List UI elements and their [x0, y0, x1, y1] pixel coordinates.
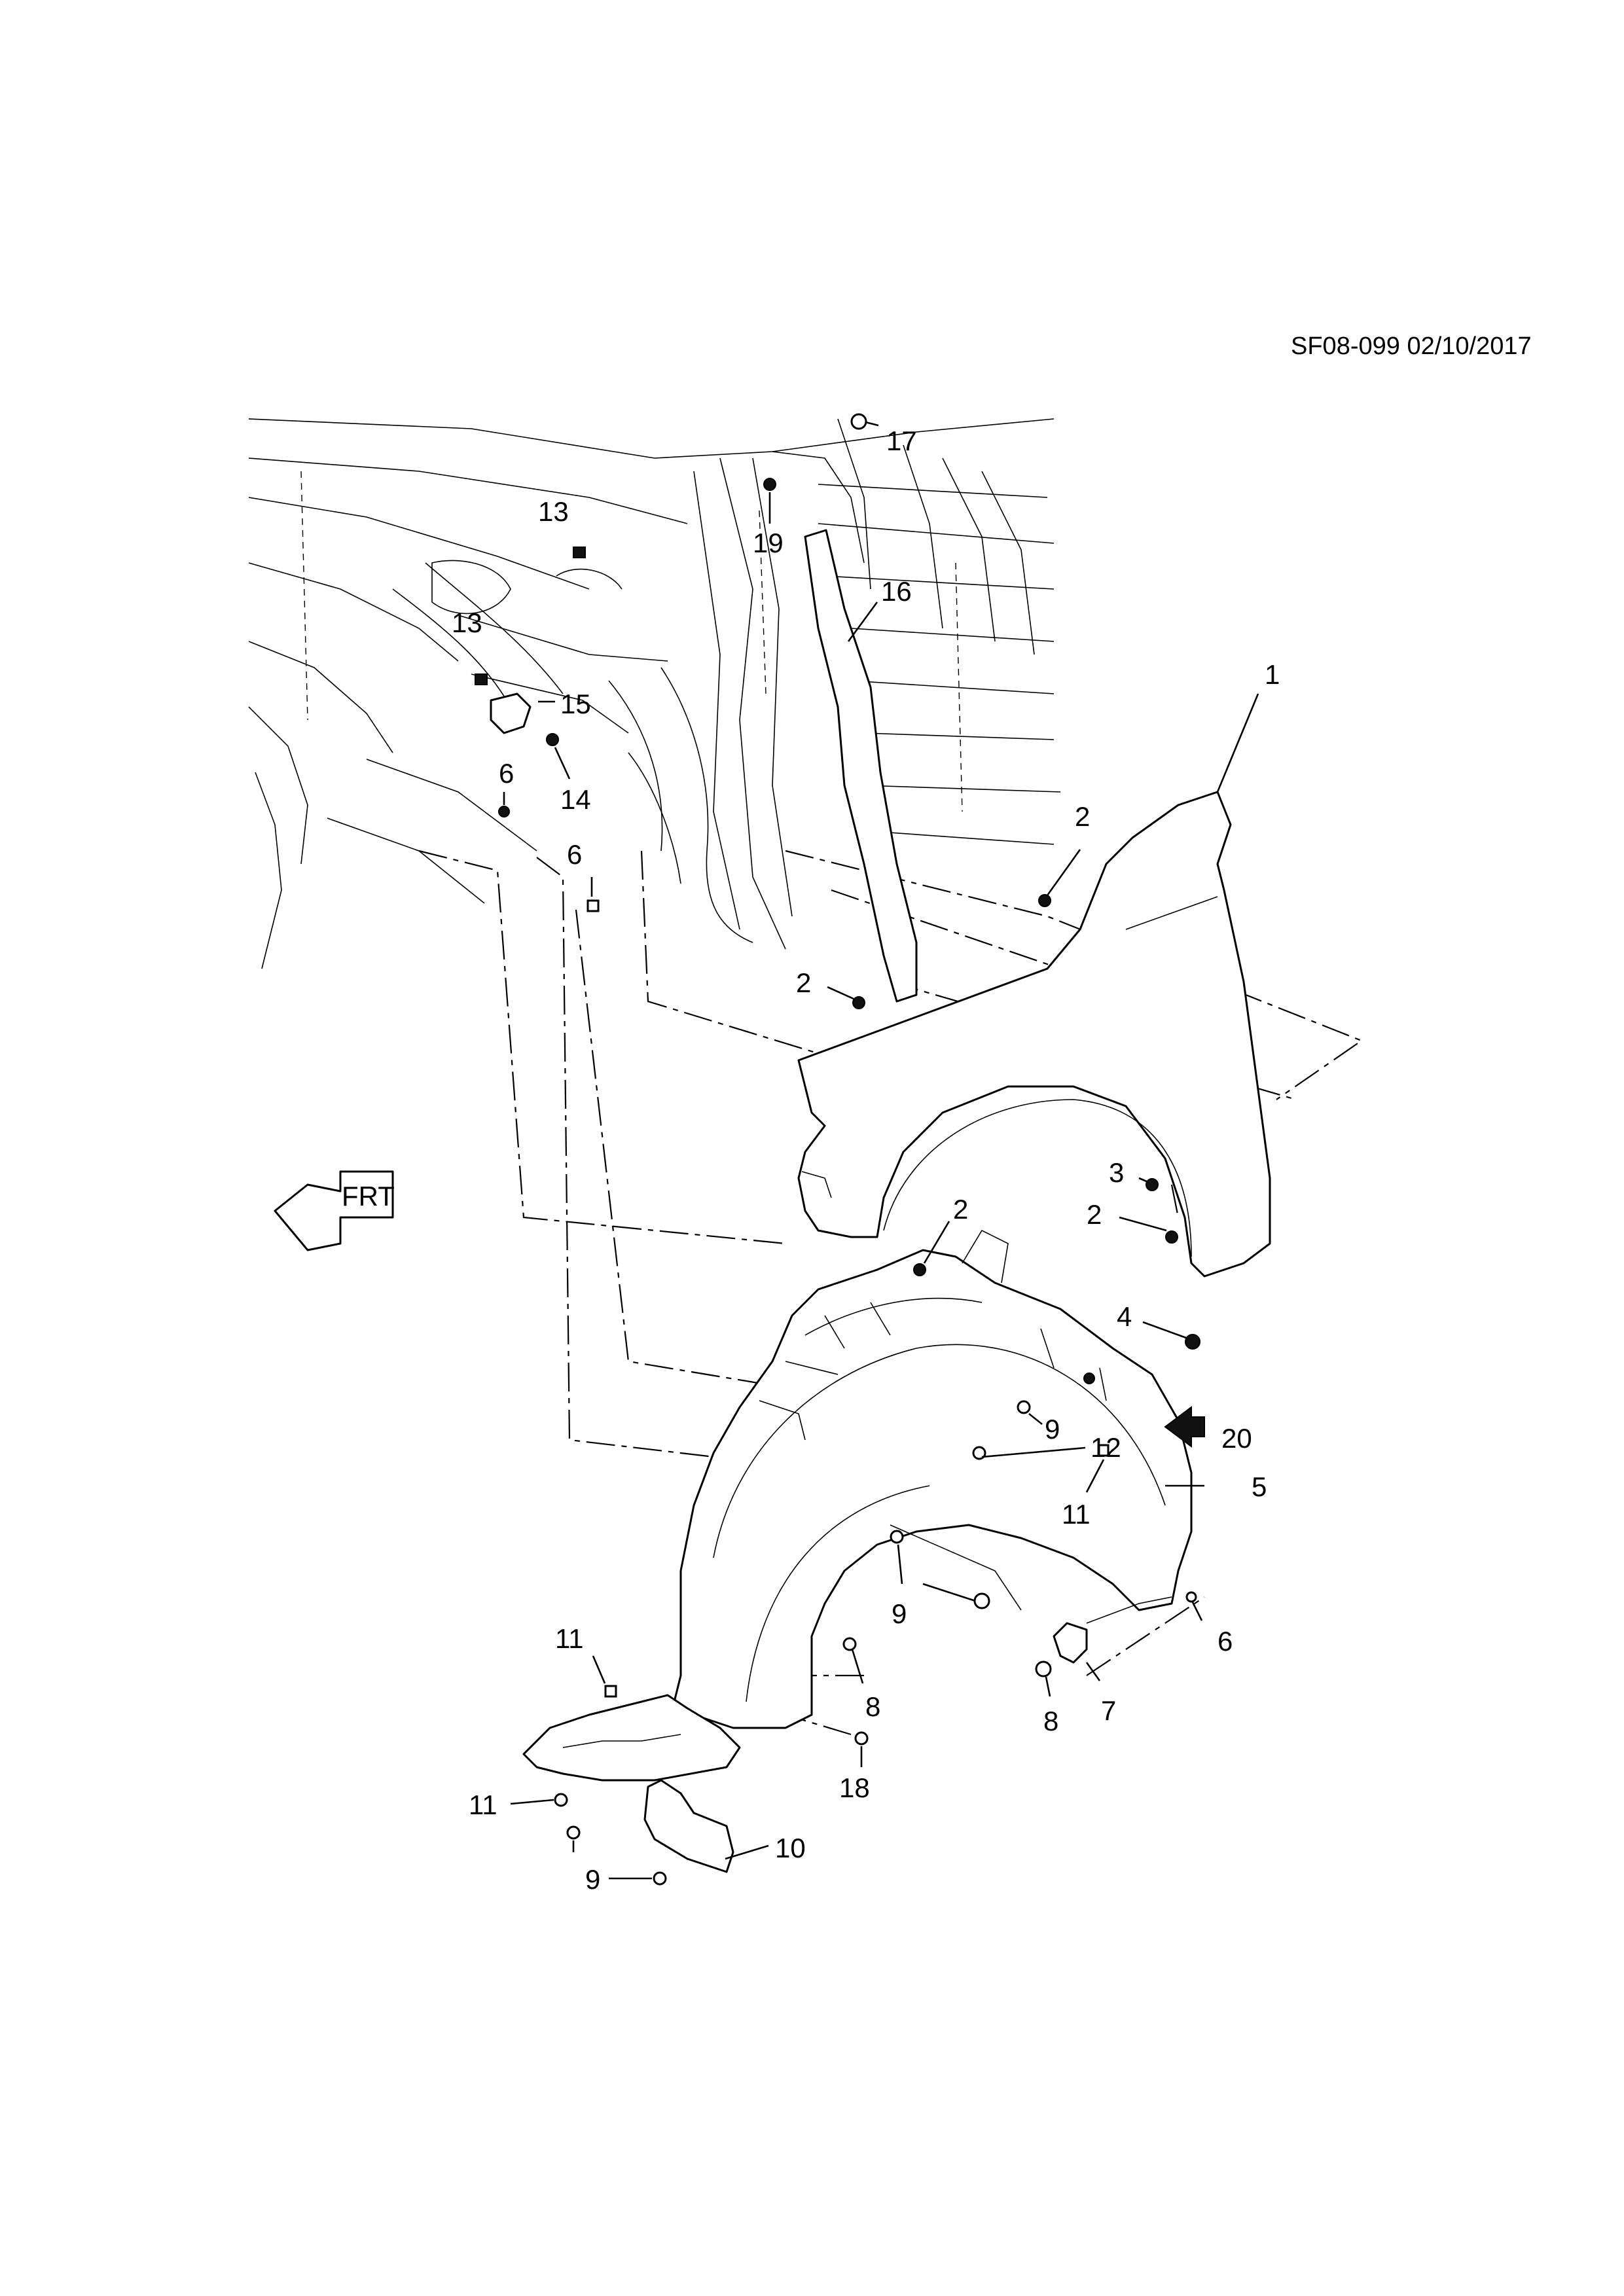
diagram-reference-code: SF08-099 02/10/2017 [1291, 332, 1532, 360]
callout-11: 11 [1062, 1499, 1091, 1530]
callout-5: 5 [1252, 1471, 1267, 1502]
callout-15: 15 [560, 689, 591, 719]
callout-13: 13 [452, 607, 482, 638]
callout-13: 13 [538, 496, 569, 527]
callout-7: 7 [1101, 1695, 1116, 1726]
callout-11: 11 [555, 1623, 584, 1654]
part-1-front-fender [797, 791, 1271, 1278]
callout-6: 6 [567, 839, 582, 870]
callout-2: 2 [796, 967, 811, 998]
callout-12: 12 [1091, 1432, 1121, 1463]
callout-8: 8 [865, 1691, 880, 1722]
callout-2: 2 [953, 1194, 968, 1225]
callout-2: 2 [1075, 801, 1090, 832]
callout-6: 6 [1218, 1626, 1233, 1657]
callout-16: 16 [881, 576, 912, 607]
callout-6: 6 [499, 758, 514, 789]
part-5-wheelhouse-liner [673, 1229, 1193, 1729]
callout-9: 9 [1045, 1414, 1060, 1444]
callout-leaders [503, 421, 1259, 1880]
part-7-bracket [1053, 1622, 1088, 1664]
callout-8: 8 [1043, 1706, 1058, 1736]
callout-11: 11 [469, 1789, 497, 1820]
callout-1: 1 [1265, 659, 1280, 690]
view-direction-arrow [1164, 1406, 1205, 1448]
callout-17: 17 [886, 425, 917, 456]
callout-9: 9 [892, 1598, 907, 1629]
callout-18: 18 [839, 1772, 870, 1803]
callout-19: 19 [753, 528, 784, 558]
front-lower-liner-extension [522, 1694, 741, 1782]
callout-9: 9 [585, 1864, 600, 1895]
rear-liner-tab [1086, 1596, 1172, 1624]
callout-2: 2 [1087, 1199, 1102, 1230]
vehicle-body-structure [248, 418, 1061, 969]
callout-numbers: 1 2 2 2 2 3 4 5 6 6 6 7 8 8 9 9 9 10 11 … [452, 425, 1280, 1895]
callout-10: 10 [775, 1833, 806, 1863]
front-direction-arrow: FRT [274, 1170, 395, 1251]
callout-4: 4 [1117, 1301, 1132, 1332]
callout-20: 20 [1221, 1423, 1252, 1454]
liner-extension-rib [562, 1734, 681, 1748]
part-10-splash-shield [643, 1779, 734, 1873]
callout-3: 3 [1109, 1157, 1124, 1188]
part-15-bracket [490, 692, 532, 734]
front-direction-label: FRT [342, 1181, 395, 1211]
callout-14: 14 [560, 784, 591, 815]
